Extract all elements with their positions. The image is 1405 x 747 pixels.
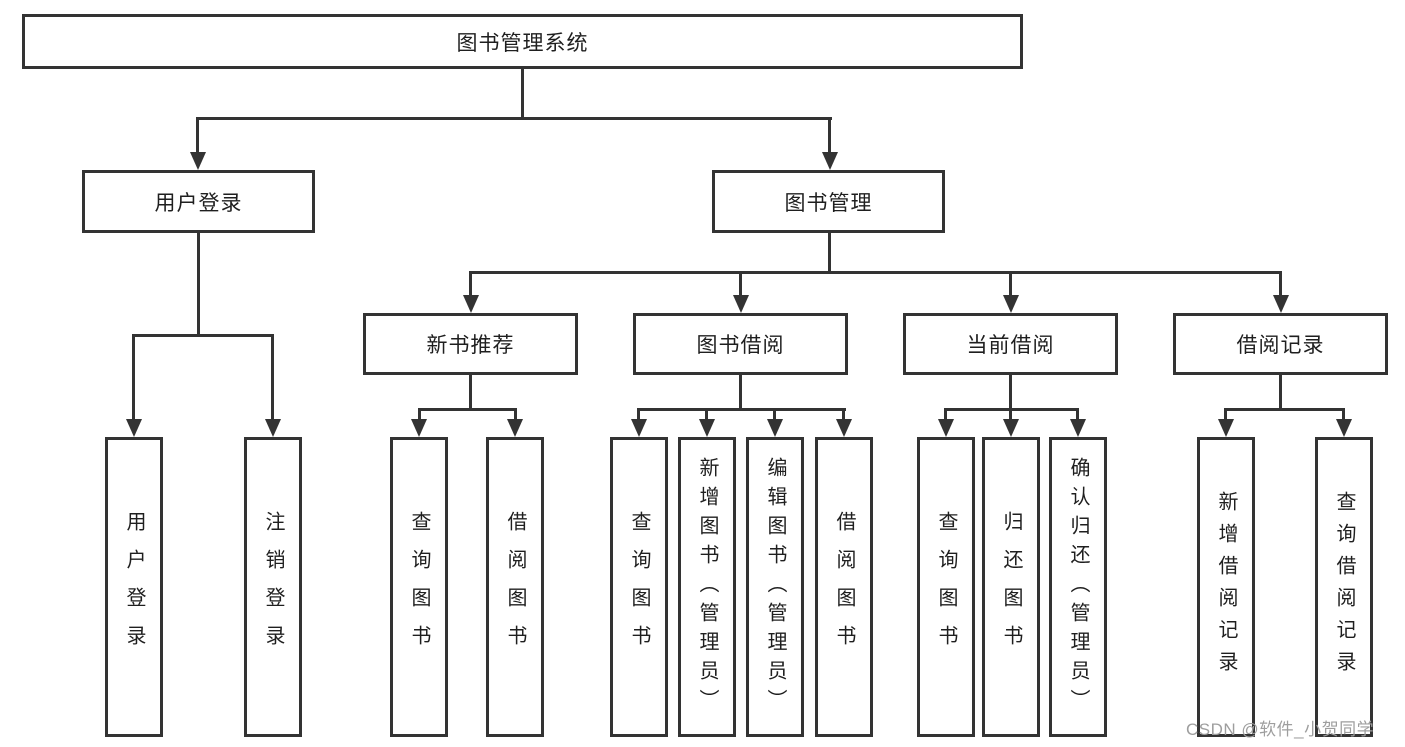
- csdn-watermark: CSDN @软件_小贺同学: [1186, 720, 1375, 739]
- leaf-current-confirm-return-admin-label: 确认归还（管理员）: [1067, 456, 1089, 718]
- arrowhead-leaf-logout: [265, 419, 281, 437]
- node-book-borrow: 图书借阅: [633, 313, 848, 375]
- connector-recommend-drop2: [514, 408, 517, 421]
- leaf-logout-label: 注销登录: [262, 511, 284, 663]
- connector-current-drop1: [944, 408, 947, 421]
- arrowhead-recommend-query: [411, 419, 427, 437]
- connector-borrow-drop3: [773, 408, 776, 421]
- node-root-label: 图书管理系统: [456, 31, 589, 55]
- connector-userlogin-drop1: [132, 334, 135, 420]
- leaf-borrow-add-books-admin-label: 新增图书（管理员）: [696, 456, 718, 718]
- leaf-records-add-record-label: 新增借阅记录: [1215, 491, 1237, 683]
- arrowhead-new-book-recommend: [463, 295, 479, 313]
- leaf-recommend-borrow-books-label: 借阅图书: [504, 511, 526, 663]
- node-user-login: 用户登录: [82, 170, 315, 233]
- connector-bookmgmt-stem: [828, 233, 831, 274]
- connector-records-stem: [1279, 374, 1282, 410]
- leaf-logout: 注销登录: [244, 437, 302, 737]
- arrowhead-book-management: [822, 152, 838, 170]
- connector-records-drop2: [1342, 408, 1345, 421]
- leaf-borrow-query-books: 查询图书: [610, 437, 668, 737]
- node-book-management: 图书管理: [712, 170, 945, 233]
- arrowhead-borrow-borrow: [836, 419, 852, 437]
- connector-userlogin-rail: [132, 334, 274, 337]
- connector-recommend-stem: [469, 374, 472, 410]
- connector-current-stem: [1009, 374, 1012, 410]
- node-book-borrow-label: 图书借阅: [696, 334, 785, 357]
- connector-userlogin-drop2: [271, 334, 274, 420]
- connector-l3-drop1: [469, 271, 472, 296]
- node-book-management-label: 图书管理: [784, 191, 873, 215]
- connector-records-rail: [1224, 408, 1345, 411]
- leaf-records-query-record: 查询借阅记录: [1315, 437, 1373, 737]
- leaf-current-query-books: 查询图书: [917, 437, 975, 737]
- connector-current-drop2: [1009, 408, 1012, 421]
- leaf-borrow-edit-books-admin-label: 编辑图书（管理员）: [764, 456, 786, 718]
- node-current-borrow-label: 当前借阅: [966, 334, 1055, 357]
- arrowhead-borrow-edit: [767, 419, 783, 437]
- connector-l3-rail: [469, 271, 1282, 274]
- arrowhead-user-login: [190, 152, 206, 170]
- arrowhead-leaf-user-login: [126, 419, 142, 437]
- arrowhead-borrow-records: [1273, 295, 1289, 313]
- node-current-borrow: 当前借阅: [903, 313, 1118, 375]
- arrowhead-recommend-borrow: [507, 419, 523, 437]
- node-user-login-label: 用户登录: [154, 191, 243, 215]
- connector-root-stem: [521, 69, 524, 118]
- connector-recommend-drop1: [418, 408, 421, 421]
- arrowhead-book-borrow: [733, 295, 749, 313]
- node-new-book-recommend: 新书推荐: [363, 313, 578, 375]
- node-borrow-records: 借阅记录: [1173, 313, 1388, 375]
- leaf-borrow-borrow-books: 借阅图书: [815, 437, 873, 737]
- connector-borrow-rail: [638, 408, 846, 411]
- leaf-current-query-books-label: 查询图书: [935, 511, 957, 663]
- arrowhead-current-return: [1003, 419, 1019, 437]
- leaf-borrow-query-books-label: 查询图书: [628, 511, 650, 663]
- leaf-borrow-borrow-books-label: 借阅图书: [833, 511, 855, 663]
- arrowhead-borrow-add: [699, 419, 715, 437]
- connector-l3-drop4: [1279, 271, 1282, 296]
- node-root: 图书管理系统: [22, 14, 1023, 69]
- leaf-current-return-books: 归还图书: [982, 437, 1040, 737]
- connector-current-rail: [945, 408, 1079, 411]
- arrowhead-current-query: [938, 419, 954, 437]
- connector-l2-drop-right: [828, 117, 831, 153]
- connector-current-drop3: [1076, 408, 1079, 421]
- leaf-recommend-query-books-label: 查询图书: [408, 511, 430, 663]
- leaf-borrow-edit-books-admin: 编辑图书（管理员）: [746, 437, 804, 737]
- connector-l3-drop3: [1009, 271, 1012, 296]
- arrowhead-records-add: [1218, 419, 1234, 437]
- leaf-user-login: 用户登录: [105, 437, 163, 737]
- arrowhead-records-query: [1336, 419, 1352, 437]
- connector-recommend-rail: [418, 408, 517, 411]
- connector-borrow-drop2: [705, 408, 708, 421]
- leaf-current-return-books-label: 归还图书: [1000, 511, 1022, 663]
- connector-userlogin-stem: [197, 233, 200, 337]
- arrowhead-borrow-query: [631, 419, 647, 437]
- node-borrow-records-label: 借阅记录: [1236, 334, 1325, 357]
- leaf-borrow-add-books-admin: 新增图书（管理员）: [678, 437, 736, 737]
- connector-borrow-stem: [739, 374, 742, 410]
- arrowhead-current-borrow: [1003, 295, 1019, 313]
- leaf-records-query-record-label: 查询借阅记录: [1333, 491, 1355, 683]
- leaf-records-add-record: 新增借阅记录: [1197, 437, 1255, 737]
- connector-records-drop1: [1224, 408, 1227, 421]
- leaf-recommend-query-books: 查询图书: [390, 437, 448, 737]
- leaf-current-confirm-return-admin: 确认归还（管理员）: [1049, 437, 1107, 737]
- connector-borrow-drop4: [842, 408, 845, 421]
- leaf-recommend-borrow-books: 借阅图书: [486, 437, 544, 737]
- node-new-book-recommend-label: 新书推荐: [426, 334, 515, 357]
- connector-l3-drop2: [739, 271, 742, 296]
- connector-l2-drop-left: [196, 117, 199, 153]
- leaf-user-login-label: 用户登录: [123, 511, 145, 663]
- connector-l2-rail: [196, 117, 832, 120]
- arrowhead-current-confirm: [1070, 419, 1086, 437]
- connector-borrow-drop1: [637, 408, 640, 421]
